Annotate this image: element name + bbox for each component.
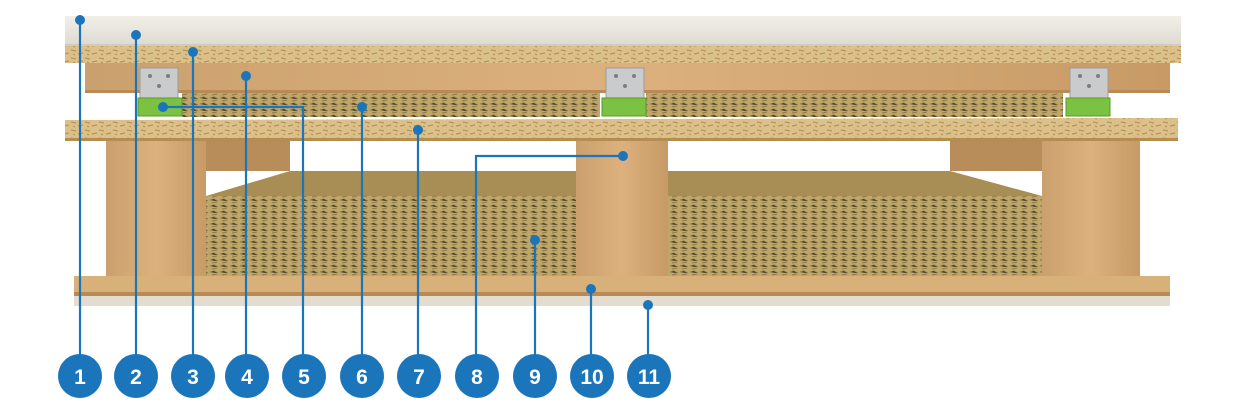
callout-number-1: 1 bbox=[74, 366, 86, 389]
dot-marker-1 bbox=[75, 15, 85, 25]
callout-badge-6 bbox=[340, 354, 384, 398]
callout-badge-8 bbox=[455, 354, 499, 398]
lower-timber-batten bbox=[74, 276, 1170, 296]
dot-marker-5 bbox=[158, 102, 168, 112]
leader-line-5 bbox=[163, 105, 305, 362]
callout-badge-1 bbox=[58, 354, 102, 398]
callout-badge-7 bbox=[397, 354, 441, 398]
dot-marker-9 bbox=[530, 235, 540, 245]
callout-number-2: 2 bbox=[130, 366, 142, 389]
callout-number-11: 11 bbox=[638, 366, 661, 389]
leader-dots bbox=[75, 15, 653, 310]
callout-badge-5 bbox=[282, 354, 326, 398]
dot-marker-3 bbox=[188, 47, 198, 57]
upper-osb-board bbox=[65, 46, 1181, 63]
callout-number-5: 5 bbox=[298, 366, 310, 389]
callout-badge-2 bbox=[114, 354, 158, 398]
resilient-bracket-3 bbox=[1065, 67, 1111, 117]
dot-marker-2 bbox=[131, 30, 141, 40]
callout-badge-9 bbox=[513, 354, 557, 398]
callout-number-10: 10 bbox=[580, 366, 603, 389]
callout-badges: 1 2 3 4 5 6 7 8 9 10 11 bbox=[58, 354, 671, 398]
callout-number-4: 4 bbox=[241, 366, 253, 389]
callout-badge-11 bbox=[627, 354, 671, 398]
dot-marker-10 bbox=[586, 284, 596, 294]
timber-joists bbox=[106, 141, 1140, 281]
upper-mineral-wool-layer bbox=[182, 93, 1063, 117]
callout-number-6: 6 bbox=[356, 366, 368, 389]
mineral-wool-insulation bbox=[206, 171, 1042, 276]
resilient-bracket-1 bbox=[137, 67, 183, 117]
leader-lines bbox=[78, 20, 650, 362]
resilient-bracket-2 bbox=[601, 67, 647, 117]
dot-marker-7 bbox=[413, 125, 423, 135]
lower-osb-board bbox=[65, 118, 1178, 141]
callout-number-9: 9 bbox=[529, 366, 541, 389]
callout-badge-4 bbox=[225, 354, 269, 398]
leader-line-8 bbox=[474, 154, 623, 362]
ceiling-board bbox=[74, 296, 1170, 306]
callout-number-7: 7 bbox=[413, 366, 425, 389]
dot-marker-11 bbox=[643, 300, 653, 310]
callout-number-3: 3 bbox=[187, 366, 199, 389]
top-plaster-board bbox=[65, 16, 1181, 47]
callout-badge-3 bbox=[171, 354, 215, 398]
callout-number-8: 8 bbox=[471, 366, 483, 389]
callout-badge-10 bbox=[570, 354, 614, 398]
dot-marker-8 bbox=[618, 151, 628, 161]
dot-marker-6 bbox=[357, 102, 367, 112]
dot-marker-4 bbox=[241, 71, 251, 81]
